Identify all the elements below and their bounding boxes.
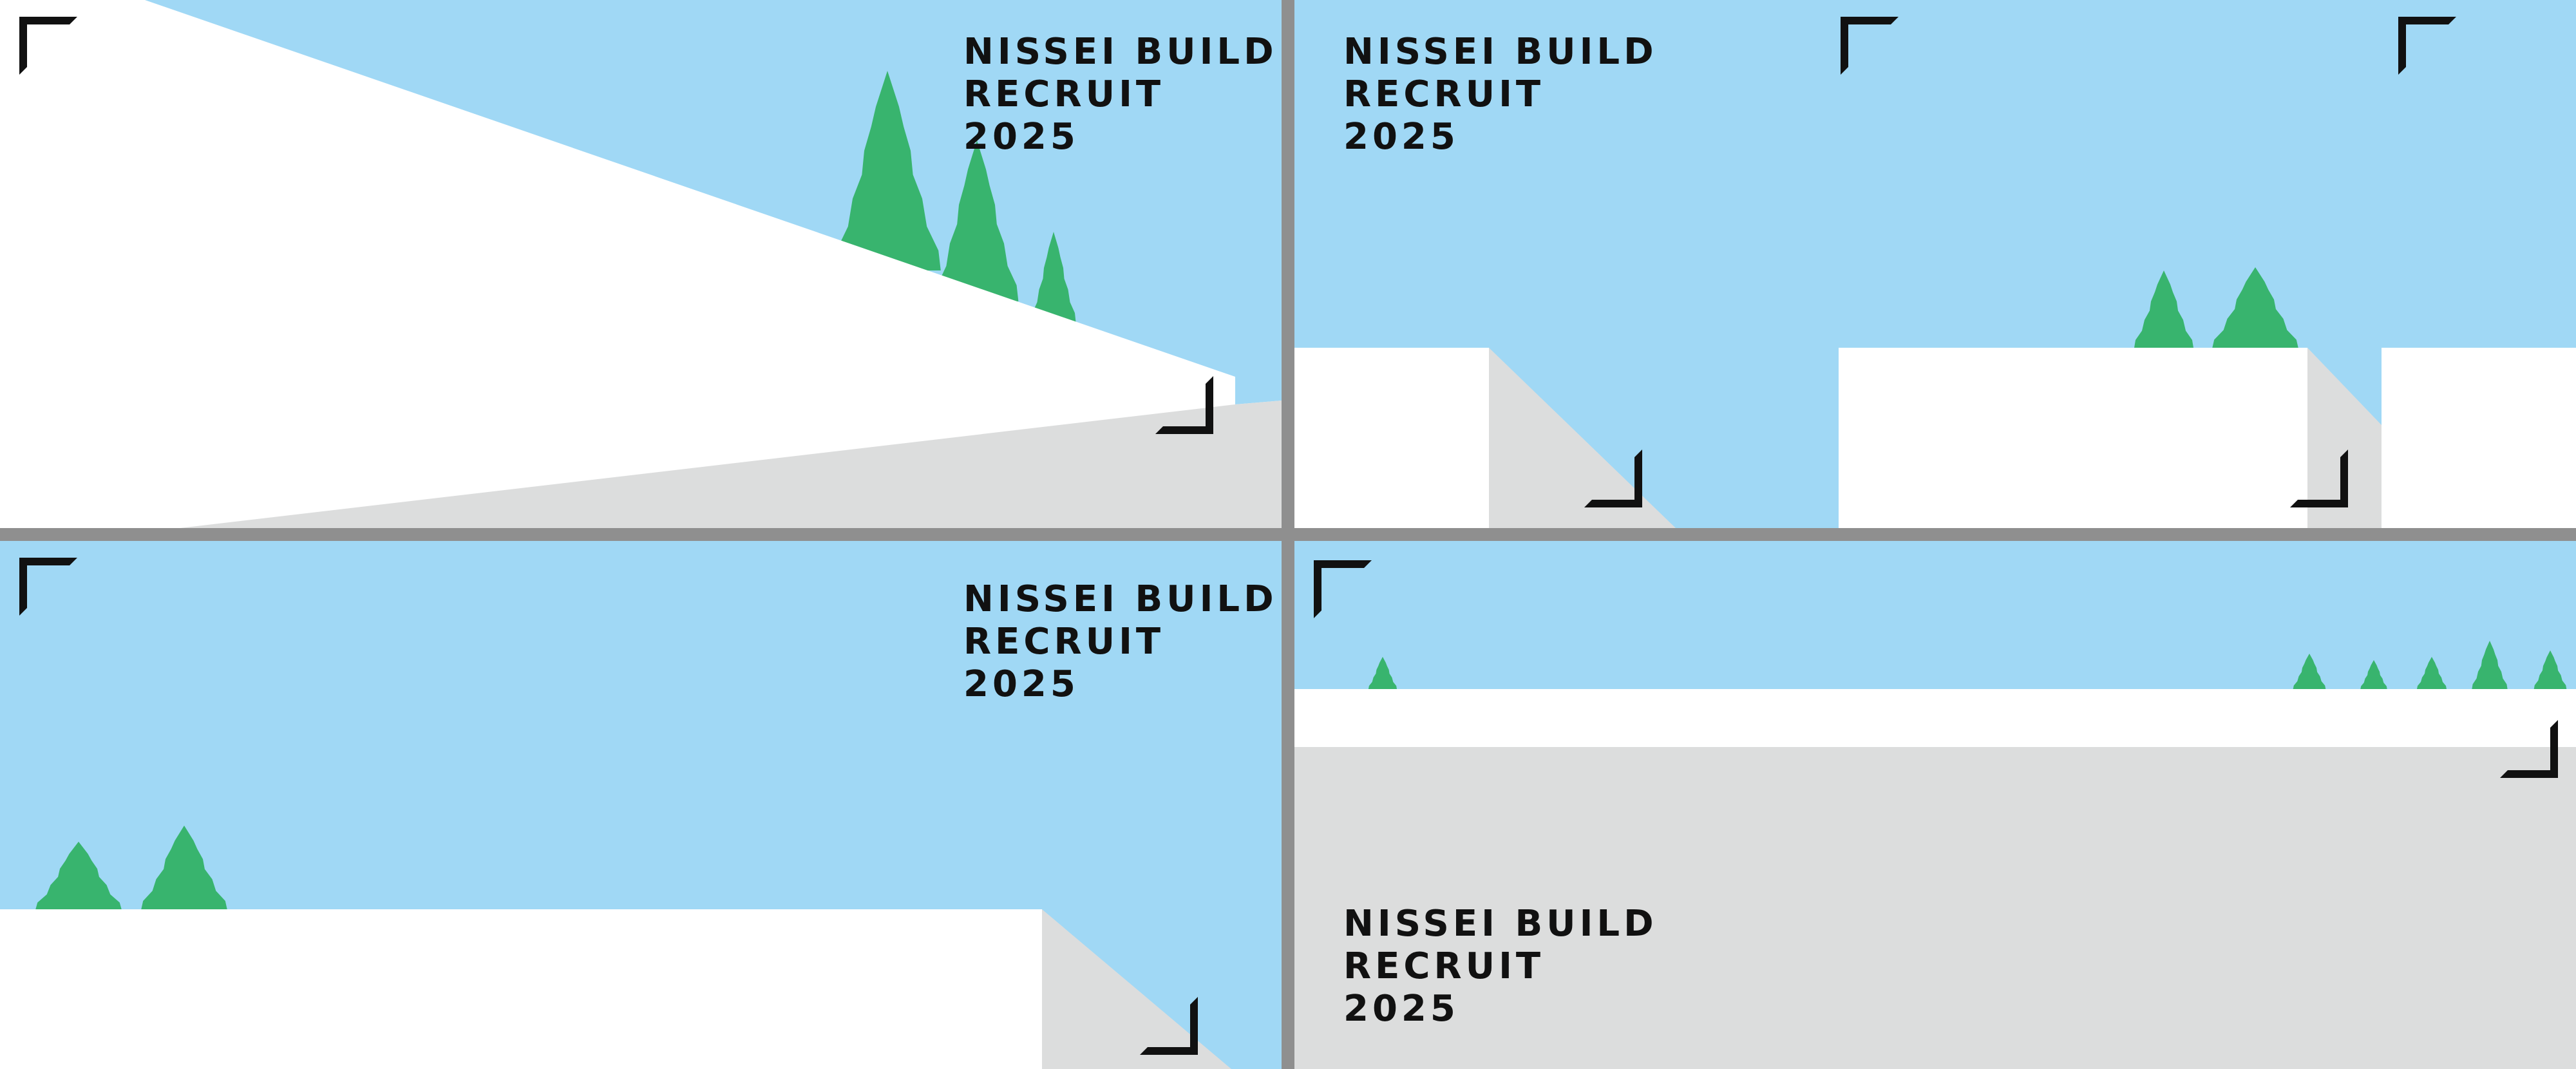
snow-block [1839,348,2307,528]
snow-block [0,909,1042,1069]
tree-icon [2417,657,2447,689]
corner-bracket-bottom-right-icon [2500,720,2558,778]
corner-bracket-bottom-right-icon [1584,449,1642,507]
title-line: 2025 [1343,988,1459,1030]
snow-wall [0,0,1282,528]
tree-icon [2134,270,2193,348]
tree-group [35,826,227,909]
scene-panel-2: NISSEI BUILD RECRUIT 2025 [1294,0,2576,528]
title-line: RECRUIT [963,73,1165,115]
slope [1294,747,2576,1069]
tree-icon [2212,267,2298,348]
corner-bracket-top-left-icon [1314,560,1372,618]
corner-bracket-bottom-right-icon [1155,376,1213,434]
title-line: 2025 [963,663,1079,705]
scene-illustration-1 [0,0,1282,528]
title-line: RECRUIT [963,621,1165,663]
title-line: NISSEI BUILD [1343,903,1658,945]
recruit-title: NISSEI BUILD RECRUIT 2025 [1343,903,1658,1030]
scene-illustration-3 [0,541,1282,1069]
scene-panel-3: NISSEI BUILD RECRUIT 2025 [0,541,1282,1069]
corner-bracket-top-left-icon [2398,17,2456,75]
tree-group [1368,641,2567,689]
tree-icon [2533,650,2567,689]
title-line: NISSEI BUILD [1343,31,1658,73]
corner-bracket-top-left-icon [1841,17,1899,75]
recruit-title: NISSEI BUILD RECRUIT 2025 [963,578,1278,706]
snow-block [1294,348,1489,528]
tree-group [2134,267,2298,348]
title-line: NISSEI BUILD [963,31,1278,73]
tree-icon [35,842,122,909]
scene-illustration-4 [1294,541,2576,1069]
slope [180,401,1282,528]
tree-icon [935,140,1019,301]
slope [2307,348,2382,528]
scene-panel-1: NISSEI BUILD RECRUIT 2025 [0,0,1282,528]
title-line: RECRUIT [1343,73,1545,115]
tree-icon [2293,654,2326,689]
snow-band [1294,689,2576,747]
corner-bracket-top-left-icon [19,17,77,75]
slope [1042,909,1231,1069]
tree-icon [2360,660,2387,689]
tree-group [834,71,1076,322]
corner-bracket-top-left-icon [19,558,77,616]
title-line: 2025 [1343,116,1459,158]
tree-icon [141,826,227,909]
corner-bracket-bottom-right-icon [2290,449,2348,507]
recruit-title: NISSEI BUILD RECRUIT 2025 [1343,31,1658,158]
tree-icon [834,71,941,271]
title-line: RECRUIT [1343,945,1545,987]
title-line: NISSEI BUILD [963,578,1278,620]
corner-bracket-bottom-right-icon [1140,997,1198,1055]
scene-illustration-2 [1294,0,2576,528]
tree-icon [1031,232,1076,322]
tree-icon [2472,641,2508,689]
tree-icon [1368,657,1397,689]
scene-panel-4: NISSEI BUILD RECRUIT 2025 [1294,541,2576,1069]
title-line: 2025 [963,116,1079,158]
recruit-title: NISSEI BUILD RECRUIT 2025 [963,31,1278,158]
slope [1489,348,1676,528]
snow-block [2382,348,2576,528]
